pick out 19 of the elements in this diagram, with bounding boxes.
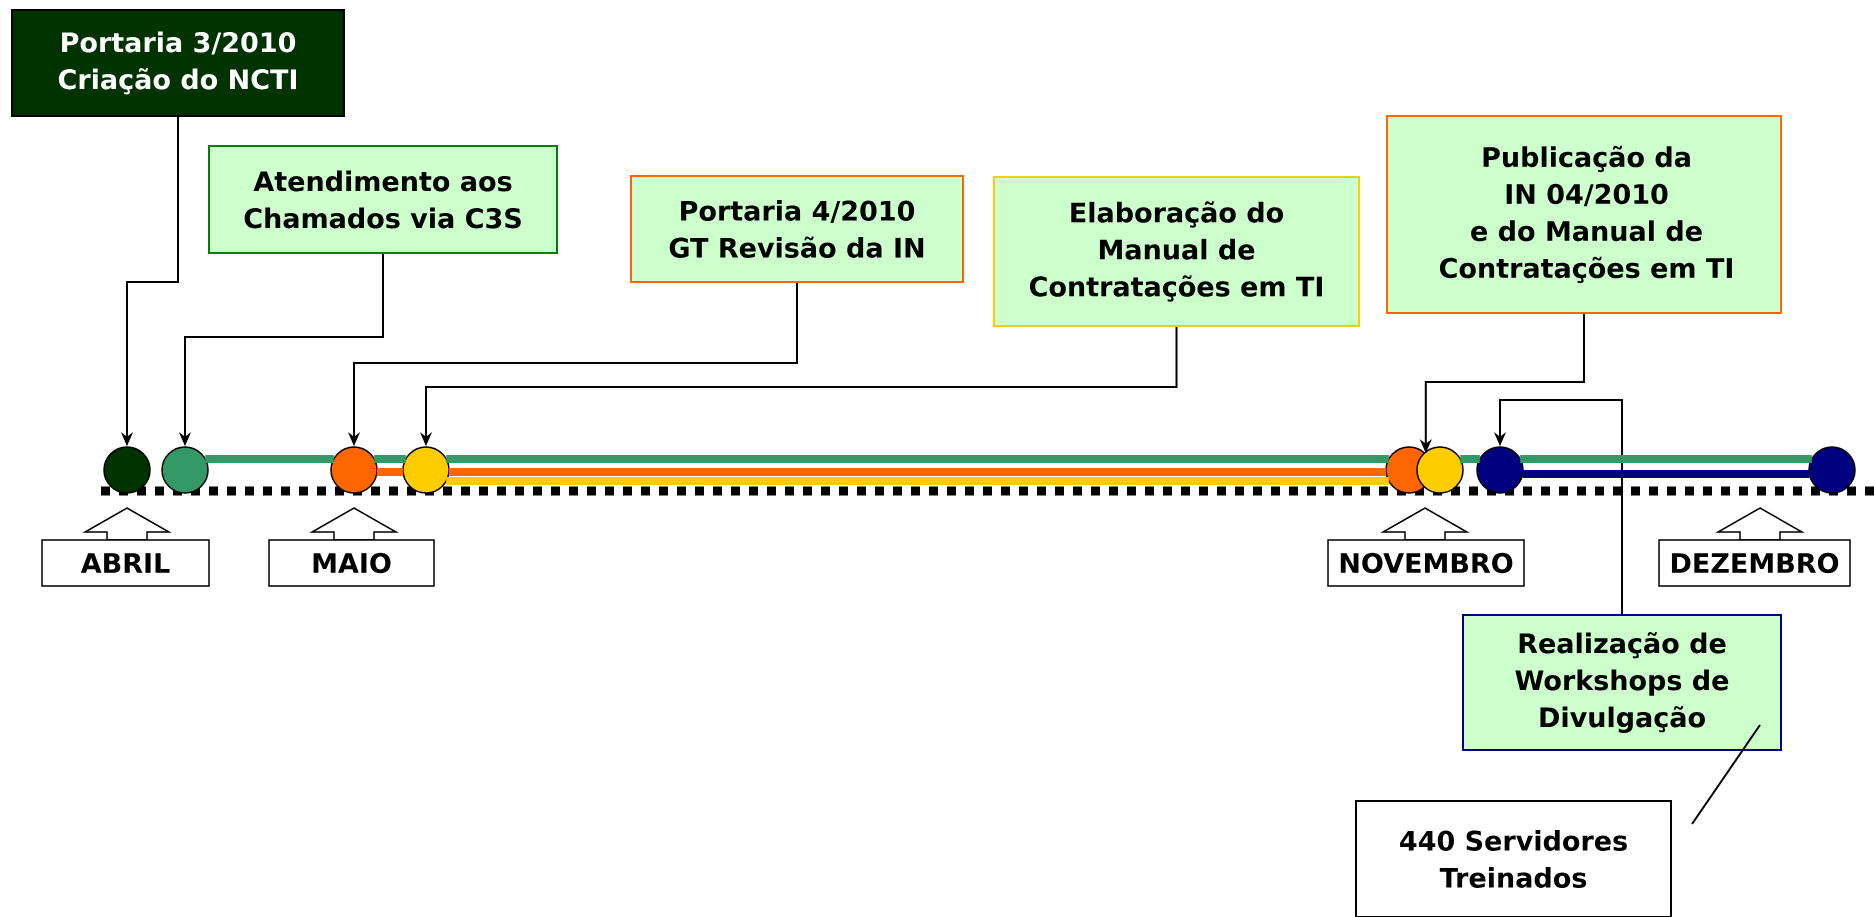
event-box: Portaria 3/2010 Criação do NCTI bbox=[11, 9, 345, 117]
leader-line bbox=[1691, 724, 1761, 825]
month-callout: NOVEMBRO bbox=[1327, 507, 1525, 587]
month-callout: MAIO bbox=[268, 507, 435, 587]
timeline-dot bbox=[1476, 446, 1524, 494]
event-box: Publicação da IN 04/2010 e do Manual de Contratações em TI bbox=[1386, 115, 1782, 314]
timeline-dot bbox=[402, 446, 450, 494]
event-box: Realização de Workshops de Divulgação bbox=[1462, 614, 1782, 751]
event-box: Elaboração do Manual de Contratações em TI bbox=[993, 176, 1360, 327]
month-callout: DEZEMBRO bbox=[1658, 507, 1851, 587]
event-box: Portaria 4/2010 GT Revisão da IN bbox=[630, 175, 964, 283]
timeline-dot bbox=[1416, 446, 1464, 494]
timeline-dot bbox=[161, 446, 209, 494]
result-box: 440 Servidores Treinados bbox=[1355, 800, 1672, 917]
month-callout: ABRIL bbox=[41, 507, 210, 587]
timeline-dot bbox=[1808, 446, 1856, 494]
timeline-dot bbox=[330, 446, 378, 494]
timeline-dot bbox=[103, 446, 151, 494]
event-box: Atendimento aos Chamados via C3S bbox=[208, 145, 558, 254]
